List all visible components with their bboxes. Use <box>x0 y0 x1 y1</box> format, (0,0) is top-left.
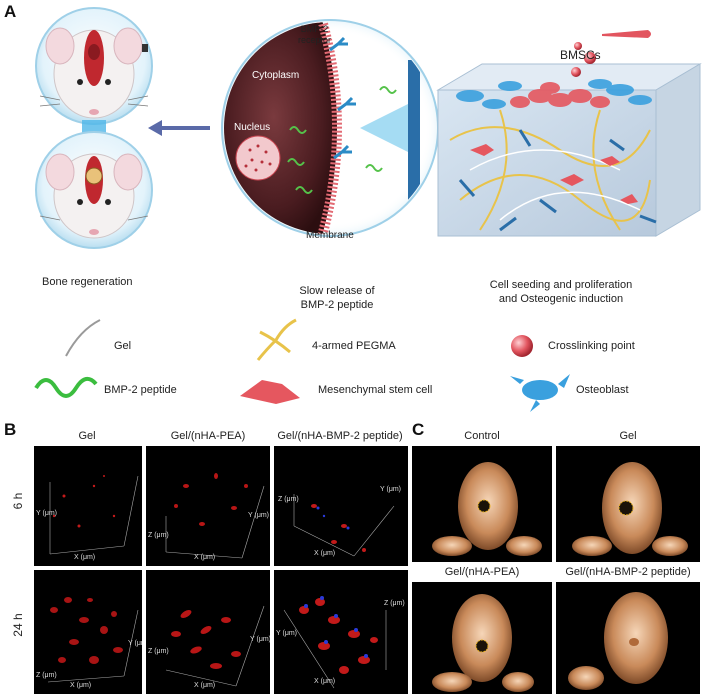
b-axis-z: Z (μm) <box>384 600 405 607</box>
osteoblast-legend-icon <box>510 374 570 412</box>
b-image-nha-pea-24h: Z (μm) X (μm) Y (μm) <box>146 570 270 694</box>
panel-a-letter: A <box>4 2 17 21</box>
b-axis-y: Y (μm) <box>380 486 402 493</box>
c-ct-image-nha-pea <box>412 582 552 694</box>
b-axis-z: Z (μm) <box>36 672 57 679</box>
legend-bmp2-label: BMP-2 peptide <box>104 384 177 396</box>
b-axis-x: X (μm) <box>194 554 216 561</box>
b-row-title-6h: 6 h <box>11 492 25 510</box>
gel-legend-icon <box>65 319 101 357</box>
legend-pegma-label: 4-armed PEGMA <box>312 340 396 352</box>
c-ct-image-nha-bmp2 <box>556 582 700 694</box>
b-row-title-24h: 24 h <box>11 613 25 637</box>
b-axis-x: X (μm) <box>194 682 216 689</box>
left-arrow-icon <box>148 120 210 136</box>
b-image-nha-bmp2-6h: Z (μm) X (μm) Y (μm) <box>274 446 408 566</box>
b-col-title-gel: Gel <box>78 430 96 442</box>
b-image-gel-24h: X (μm) Z (μm) Y (μm) <box>34 570 142 694</box>
b-axis-z: Z (μm) <box>278 496 299 503</box>
b-axis-z: Z (μm) <box>148 532 169 539</box>
msc-legend-icon <box>240 380 300 404</box>
panel-a-illustration <box>34 7 702 412</box>
b-axis-x: X (μm) <box>314 550 336 557</box>
bone-regeneration-label: Bone regeneration <box>42 276 133 288</box>
b-axis-y: Y (μm) <box>128 640 142 647</box>
c-title-nha-pea: Gel/(nHA-PEA) <box>444 566 520 578</box>
b-axis-y: Y (μm) <box>248 512 270 519</box>
b-axis-y: Y (μm) <box>250 636 270 643</box>
mouse-bottom-illustration <box>35 131 153 249</box>
legend-crosslink-label: Crosslinking point <box>548 340 635 352</box>
b-image-nha-pea-6h: X (μm) Z (μm) Y (μm) <box>146 446 270 566</box>
b-axis-y: Y (μm) <box>276 630 298 637</box>
panel-b-letter: B <box>4 420 17 439</box>
b-image-gel-6h: X (μm) Y (μm) <box>34 446 142 566</box>
b-axis-x: X (μm) <box>314 678 336 685</box>
b-axis-x: X (μm) <box>74 554 96 561</box>
b-axis-y: Y (μm) <box>36 510 58 517</box>
c-title-gel: Gel <box>619 430 637 442</box>
mouse-top-illustration <box>35 7 153 125</box>
nucleus-label: Nucleus <box>234 122 271 133</box>
cytoplasm-label: Cytoplasm <box>252 70 300 81</box>
b-axis-z: Z (μm) <box>148 648 169 655</box>
c-ct-image-control <box>412 446 552 562</box>
cell-membrane-illustration <box>221 19 439 237</box>
c-title-control: Control <box>464 430 500 442</box>
hydrogel-scaffold-illustration <box>436 30 702 237</box>
bmp2-legend-icon <box>34 376 98 398</box>
b-axis-x: X (μm) <box>70 682 92 689</box>
legend-osteoblast-label: Osteoblast <box>576 384 629 396</box>
bmscs-label: BMSCs <box>560 48 601 62</box>
c-ct-image-gel <box>556 446 700 562</box>
membrane-label: Membrane <box>306 230 354 241</box>
b-col-title-nha-bmp2: Gel/(nHA-BMP-2 peptide) <box>277 430 403 442</box>
legend-gel-label: Gel <box>114 340 132 352</box>
pegma-legend-icon <box>256 318 297 361</box>
panel-c-letter: C <box>412 420 425 439</box>
crosslink-legend-icon <box>511 335 533 357</box>
b-image-nha-bmp2-24h: Y (μm) X (μm) Z (μm) <box>274 570 408 694</box>
c-title-nha-bmp2: Gel/(nHA-BMP-2 peptide) <box>565 566 691 578</box>
legend-msc-label: Mesenchymal stem cell <box>318 384 433 396</box>
b-col-title-nha-pea: Gel/(nHA-PEA) <box>170 430 246 442</box>
